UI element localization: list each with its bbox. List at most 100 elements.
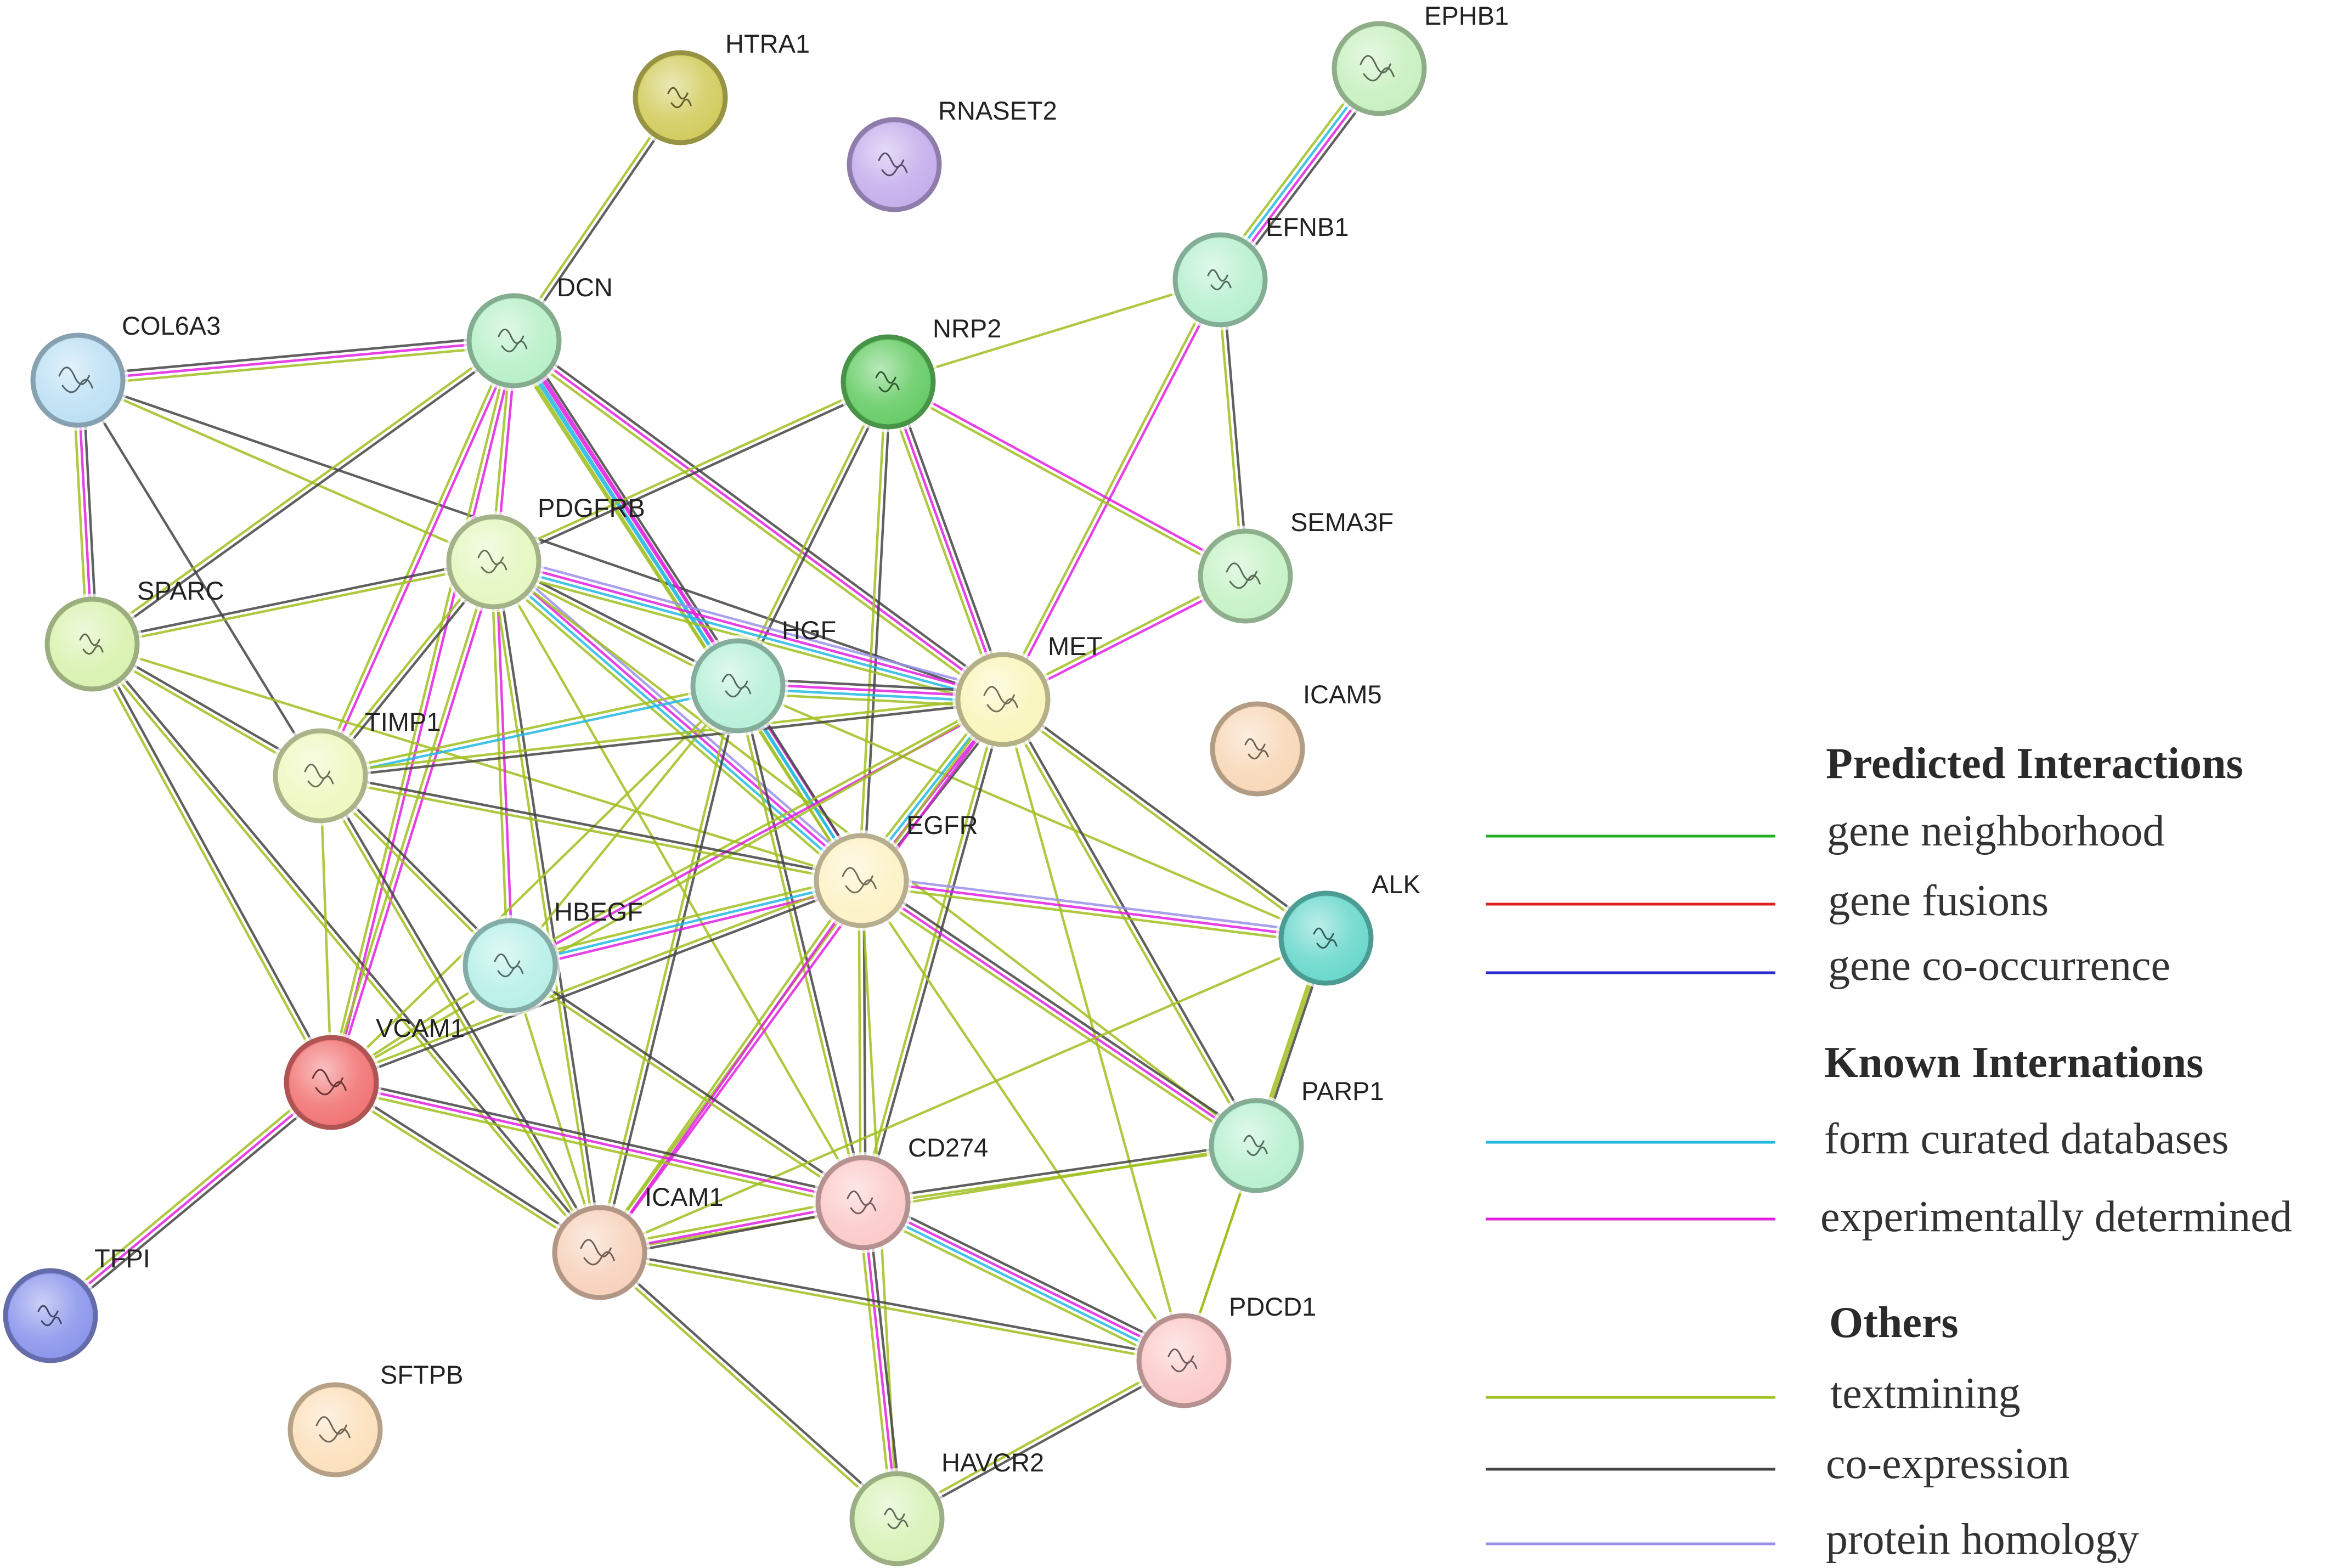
edge-line-coexpression [77,379,321,777]
edge-hgf-icam1 [596,685,742,1254]
edge-line-databases [493,563,1003,703]
node-pdcd1[interactable] [1133,1310,1234,1411]
edge-line-experiments [494,558,1004,698]
node-tfpi[interactable] [0,1265,101,1366]
edge-line-coexpression [862,1142,1256,1202]
node-met[interactable] [952,649,1053,750]
edge-sparc-icam1 [89,641,603,1255]
edge-line-coexpression [864,700,1007,1204]
edge-line-databases [320,687,739,780]
legend-title-predicted: Predicted Interactions [1826,740,2243,788]
node-nrp2[interactable] [838,331,939,432]
edge-nrp2-sema3f [886,379,1248,579]
node-alk[interactable] [1276,888,1377,989]
edge-line-coexpression [898,1361,1186,1522]
edge-line-homology [861,874,1327,935]
edge-line-textmining [510,343,1001,705]
edge-line-textmining [330,685,739,1084]
node-label-hbegf: HBEGF [554,897,643,926]
node-egfr[interactable] [811,830,912,931]
edge-line-textmining [330,877,861,1081]
node-label-cd274: CD274 [908,1133,988,1162]
edge-line-textmining [330,1086,862,1209]
node-ephb1[interactable] [1329,18,1430,119]
edge-hgf-hbegf [509,685,739,967]
edge-line-textmining [320,696,1003,775]
node-sftpb[interactable] [285,1379,386,1480]
edge-line-textmining [492,378,888,561]
protein-structure-icon [494,953,524,978]
node-parp1[interactable] [1206,1095,1307,1196]
protein-structure-icon [1313,927,1338,949]
node-hgf[interactable] [687,635,788,736]
node-label-tfpi: TFPI [94,1244,150,1273]
edge-line-textmining [78,344,515,387]
node-label-sftpb: SFTPB [380,1360,463,1389]
edge-line-textmining [599,937,1327,1254]
edge-line-coexpression [600,1249,1185,1360]
protein-structure-icon [1167,1348,1198,1373]
edge-line-textmining [858,883,1255,1151]
node-icam5[interactable] [1207,698,1308,799]
node-dcn[interactable] [464,290,565,391]
protein-structure-icon [498,328,528,353]
edge-line-textmining [1000,278,1220,699]
node-sema3f[interactable] [1195,526,1296,627]
legend-label-gene-neighborhood: gene neighborhood [1827,807,2164,855]
edge-met-timp1 [320,696,1003,780]
edge-line-coexpression [739,382,892,687]
edge-line-textmining [488,566,858,887]
edge-vcam1-tfpi [46,1078,336,1321]
edge-line-coexpression [1003,696,1329,938]
node-label-dcn: DCN [557,273,613,302]
edge-line-textmining [77,379,494,563]
node-label-sparc: SPARC [137,576,224,605]
edge-line-textmining [734,686,862,1204]
node-pdgfrb[interactable] [443,511,544,612]
node-efnb1[interactable] [1170,229,1271,330]
node-label-icam5: ICAM5 [1303,680,1382,709]
protein-structure-icon [477,549,507,574]
node-vcam1[interactable] [281,1032,382,1133]
edge-nrp2-egfr [858,381,892,881]
node-sparc[interactable] [42,594,143,695]
protein-structure-icon [58,366,93,393]
node-timp1[interactable] [270,725,371,826]
node-col6a3[interactable] [27,330,128,431]
edge-line-databases [861,1204,1184,1364]
node-icam1[interactable] [549,1202,650,1303]
edge-nrp2-met [882,380,1009,702]
node-hbegf[interactable] [460,915,561,1016]
edge-pdgfrb-vcam1 [328,560,498,1084]
node-cd274[interactable] [813,1152,913,1253]
edge-line-textmining [509,875,861,962]
edge-pdgfrb-egfr [488,555,867,887]
edge-line-experiments [321,341,518,777]
protein-structure-icon [847,1190,877,1215]
node-gloss [1204,534,1287,618]
edge-hgf-cd274 [734,685,867,1204]
edge-line-textmining [46,1078,329,1313]
node-label-ephb1: EPHB1 [1424,1,1509,30]
node-label-nrp2: NRP2 [933,314,1001,343]
edge-col6a3-timp1 [77,379,321,777]
edge-timp1-vcam1 [319,775,333,1083]
edge-col6a3-dcn [77,334,515,387]
node-rnaset2[interactable] [844,114,945,215]
edge-sparc-pdgfrb [91,558,495,648]
legend-label-textmining: textmining [1830,1369,2021,1418]
edge-pdgfrb-cd274 [493,561,864,1204]
edge-met-alk [1000,696,1329,941]
node-havcr2[interactable] [847,1468,947,1568]
edge-line-textmining [860,884,1326,945]
node-label-alk: ALK [1372,870,1420,899]
edge-line-textmining [599,1254,1184,1364]
node-htra1[interactable] [630,47,731,148]
edge-line-coexpression [494,383,890,566]
edge-line-experiments [332,562,498,1084]
edge-hgf-vcam1 [330,685,739,1084]
edge-line-textmining [1000,700,1256,1148]
edge-line-textmining [882,383,1000,702]
legend-label-gene-co-occurrence: gene co-occurrence [1828,941,2170,990]
protein-structure-icon [842,867,877,894]
